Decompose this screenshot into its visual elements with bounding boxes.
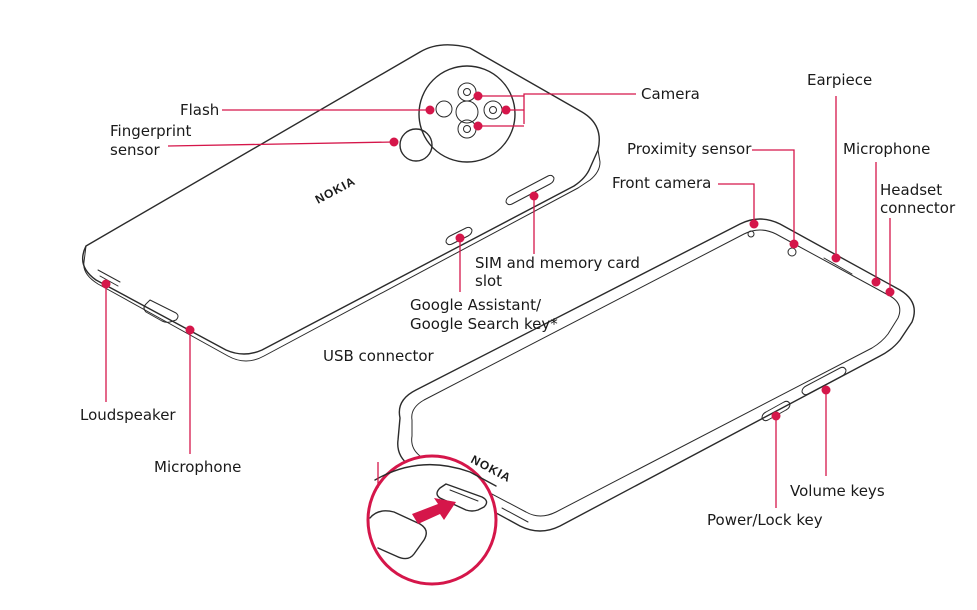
leader-front-camera [718,183,755,224]
leader-camera-branch [478,95,524,127]
label-fingerprint-line1: Fingerprint [110,122,191,140]
label-front-camera: Front camera [612,174,711,192]
callout-dot-volume-keys [821,385,831,395]
label-camera: Camera [641,85,700,103]
camera-module [418,65,516,163]
leader-lines [101,91,895,508]
callout-dot-front-camera [749,219,759,229]
back-phone-edge [83,187,579,362]
callout-dot-power-key [771,411,781,421]
back-assistant-key [445,226,473,246]
label-sim-line1: SIM and memory card [475,254,640,272]
leader-camera [523,93,636,124]
leader-fingerprint [167,141,395,147]
label-flash: Flash [180,101,219,119]
callout-dot-proximity [789,239,799,249]
flash-icon [435,100,453,118]
label-microphone-top: Microphone [843,140,930,158]
label-power-lock-key: Power/Lock key [707,511,823,529]
callout-dot-assistant-key [455,233,465,243]
label-fingerprint-line2: sensor [110,141,161,159]
callout-dot-microphone-top [871,277,881,287]
label-usb-connector: USB connector [323,347,435,365]
callout-dot-sim-slot [529,191,539,201]
back-phone-body [82,44,600,355]
front-camera-icon [747,230,755,238]
fingerprint-sensor-icon [399,128,433,162]
camera-lens-top [457,82,477,102]
label-headset-line1: Headset [880,181,942,199]
usb-zoom-circle [366,454,498,586]
label-headset-line2: connector [880,199,956,217]
callout-dot-earpiece [831,253,841,263]
back-sim-slot [505,174,555,206]
label-sim-line2: slot [475,272,502,290]
camera-lens-center [455,100,479,124]
callout-dot-microphone-bottom [185,325,195,335]
callout-dot-headset [885,287,895,297]
front-earpiece [823,257,853,275]
proximity-sensor-icon [787,247,797,257]
leader-proximity [752,149,795,244]
label-microphone-bottom: Microphone [154,458,241,476]
label-proximity-sensor: Proximity sensor [627,140,752,158]
camera-lens-right [483,100,503,120]
camera-module-ring [418,65,516,163]
label-loudspeaker: Loudspeaker [80,406,176,424]
callout-dot-loudspeaker [101,279,111,289]
label-assistant-line2: Google Search key* [410,315,558,333]
front-volume-keys [801,366,847,396]
back-usb-port [143,299,179,323]
back-brand-logo: NOKIA [313,174,358,207]
label-assistant-line1: Google Assistant/ [410,296,542,314]
usb-plug [369,510,427,560]
usb-port-zoom [436,483,488,512]
front-power-key [761,400,791,422]
callout-dot-fingerprint [389,137,399,147]
usb-zoom-inset [366,454,498,586]
insert-arrow-icon [412,498,456,524]
label-earpiece: Earpiece [807,71,872,89]
label-volume-keys: Volume keys [790,482,885,500]
callout-dot-flash [425,105,435,115]
